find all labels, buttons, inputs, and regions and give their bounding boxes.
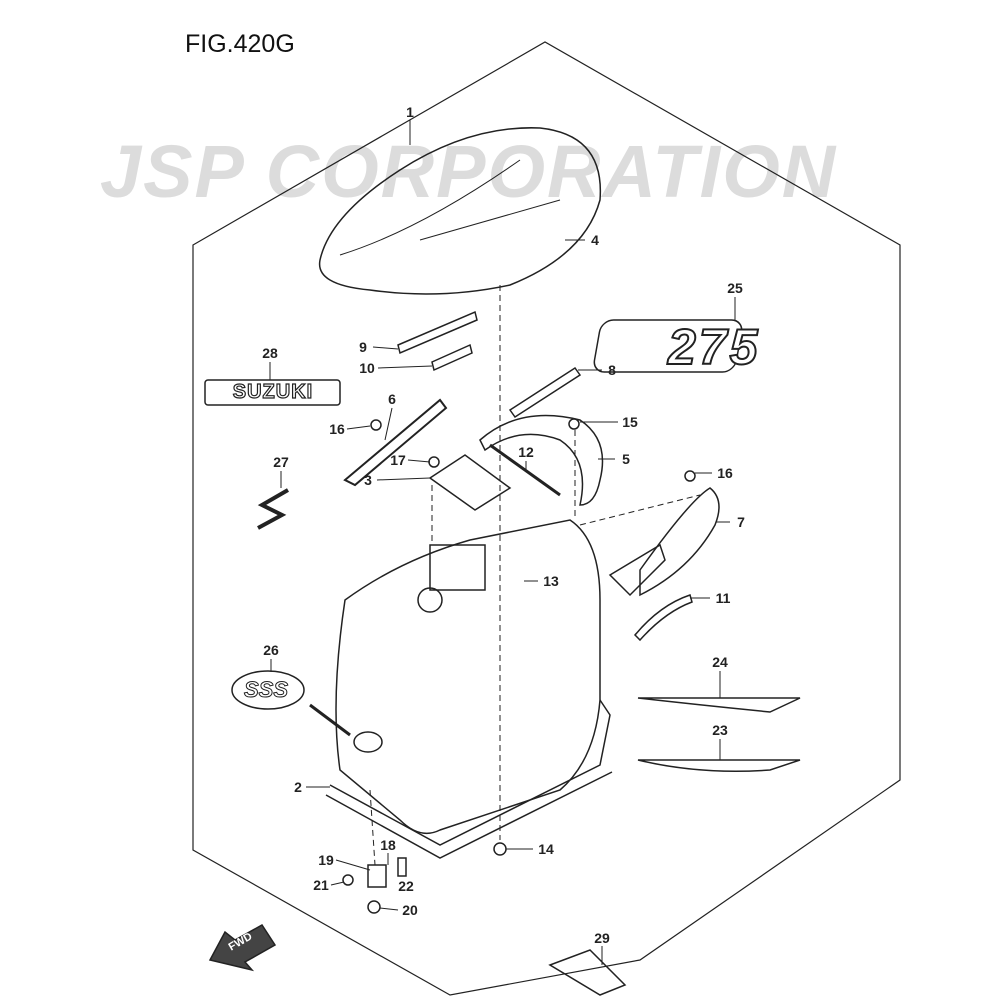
figure-title: FIG.420G — [185, 30, 295, 58]
decal-275-frame — [593, 319, 743, 373]
callout-25: 25 — [727, 280, 743, 296]
callout-27: 27 — [273, 454, 289, 470]
callout-20: 20 — [402, 902, 418, 918]
callout-16b: 16 — [717, 465, 733, 481]
callout-28: 28 — [262, 345, 278, 361]
callout-19: 19 — [318, 852, 334, 868]
callout-4: 4 — [591, 232, 599, 248]
grille-5 — [479, 414, 604, 506]
callout-10: 10 — [359, 360, 375, 376]
callout-29: 29 — [594, 930, 610, 946]
strip-11 — [633, 594, 693, 642]
callout-18: 18 — [380, 837, 396, 853]
callout-21: 21 — [313, 877, 329, 893]
s-mark-27 — [257, 488, 289, 530]
seal-3 — [428, 454, 512, 511]
callout-7: 7 — [737, 514, 745, 530]
decal-suzuki: SUZUKI — [232, 380, 314, 403]
strip-9 — [397, 310, 478, 355]
callout-23: 23 — [712, 722, 728, 738]
callout-9: 9 — [359, 339, 367, 355]
part-29 — [548, 949, 627, 996]
callout-22: 22 — [398, 878, 414, 894]
decal-23 — [637, 759, 801, 772]
frame — [192, 41, 901, 996]
callout-2: 2 — [294, 779, 302, 795]
callout-26: 26 — [263, 642, 279, 658]
decal-24 — [637, 697, 801, 713]
strip-10 — [431, 343, 473, 372]
grille-6 — [343, 398, 448, 487]
callout-8: 8 — [608, 362, 616, 378]
callout-24: 24 — [712, 654, 728, 670]
callout-1: 1 — [406, 104, 414, 120]
emblem-26-frame — [231, 670, 305, 710]
callout-12: 12 — [518, 444, 534, 460]
callout-3: 3 — [364, 472, 372, 488]
callout-17: 17 — [390, 452, 406, 468]
decal-suzuki-frame — [204, 379, 341, 406]
top-cover — [318, 127, 602, 295]
callout-11: 11 — [715, 590, 731, 606]
callout-13: 13 — [543, 573, 559, 589]
callout-5: 5 — [622, 451, 630, 467]
callout-16: 16 — [329, 421, 345, 437]
emblem-26: SSS — [243, 677, 289, 703]
callout-14: 14 — [538, 841, 554, 857]
callout-6: 6 — [388, 391, 396, 407]
watermark: JSP CORPORATION — [100, 130, 838, 213]
callout-15: 15 — [622, 414, 638, 430]
grille-7 — [639, 487, 720, 597]
decal-275: 275 — [667, 318, 761, 376]
strip-8 — [508, 366, 582, 419]
fwd-arrow — [208, 924, 277, 972]
lower-cover — [335, 519, 601, 835]
